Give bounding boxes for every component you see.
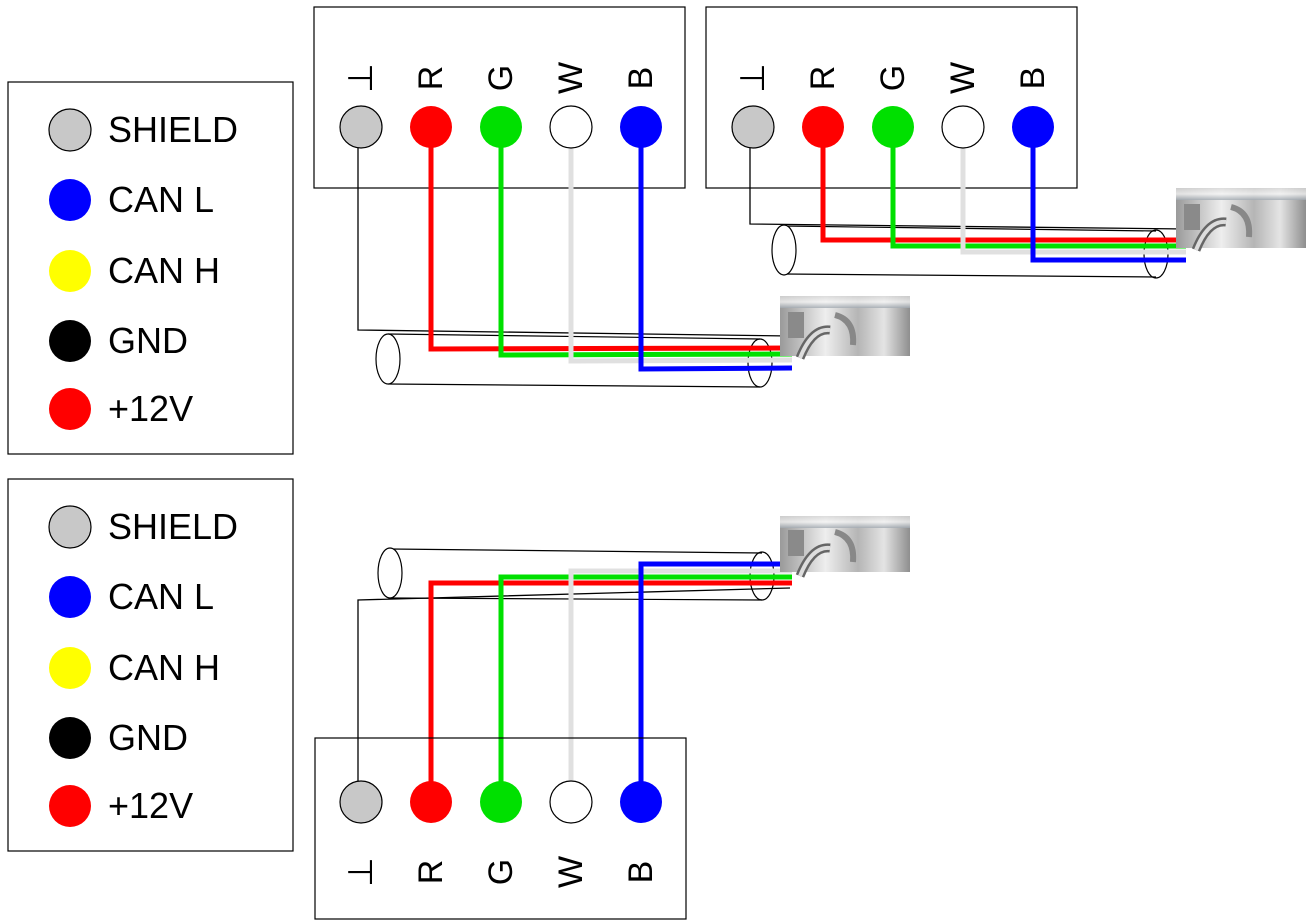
pin-label-g: G: [482, 65, 520, 91]
legend-label: GND: [108, 320, 188, 361]
pin-label-g: G: [482, 859, 520, 885]
pin-label-b: B: [1014, 67, 1052, 90]
power-swatch-icon: [49, 388, 91, 430]
can-h-swatch-icon: [49, 250, 91, 292]
pin-g: [480, 106, 522, 148]
pin-r: [410, 781, 452, 823]
pin-r: [802, 106, 844, 148]
pin-label-b: B: [622, 861, 660, 884]
shield-swatch-icon: [48, 108, 92, 152]
power-swatch-icon: [49, 785, 91, 827]
legend-label: SHIELD: [108, 506, 238, 547]
pin-g: [872, 106, 914, 148]
can-h-swatch-icon: [49, 647, 91, 689]
green-wire: [498, 574, 792, 790]
legend-label: CAN L: [108, 179, 214, 220]
cable-a: [357, 140, 793, 388]
terminal-pins-c: [339, 780, 662, 824]
connector-icon-b: [1176, 188, 1306, 252]
legend-label: CAN L: [108, 576, 214, 617]
blue-wire: [1030, 140, 1186, 263]
pin-label-r: R: [804, 66, 842, 91]
terminal-block-a: ⊥ R G W B: [313, 6, 686, 189]
pin-ground: [339, 780, 383, 824]
cable-c: [357, 547, 792, 790]
shield-wire: [357, 140, 791, 337]
legend-box-1: SHIELD CAN L CAN H GND +12V: [7, 81, 294, 455]
shield-swatch-icon: [48, 505, 92, 549]
pin-g: [480, 781, 522, 823]
green-wire: [890, 140, 1186, 249]
legend-item-can-l: CAN L: [49, 576, 214, 618]
can-l-swatch-icon: [49, 179, 91, 221]
terminal-pins-a: [339, 105, 662, 149]
legend-label: CAN H: [108, 250, 220, 291]
legend-box-2: SHIELD CAN L CAN H GND +12V: [7, 478, 294, 852]
connector-icon-c: [780, 516, 910, 578]
white-wire: [568, 140, 793, 364]
red-wire: [820, 140, 1186, 243]
cable-b: [749, 140, 1187, 279]
legend-item-shield: SHIELD: [48, 505, 238, 549]
pin-label-ground: ⊥: [342, 63, 380, 93]
pin-w: [549, 780, 593, 824]
pin-label-w: W: [552, 62, 590, 94]
pin-ground: [339, 105, 383, 149]
legend-label: SHIELD: [108, 109, 238, 150]
gnd-swatch-icon: [49, 717, 91, 759]
shield-wire: [749, 140, 1187, 230]
pin-label-r: R: [412, 66, 450, 91]
pin-b: [1012, 106, 1054, 148]
legend-label: +12V: [108, 388, 193, 429]
legend-label: GND: [108, 717, 188, 758]
terminal-pins-b: [731, 105, 1054, 149]
legend-item-can-l: CAN L: [49, 179, 214, 221]
legend-item-12v: +12V: [49, 785, 193, 827]
gnd-swatch-icon: [49, 320, 91, 362]
pin-label-w: W: [552, 856, 590, 888]
legend-item-gnd: GND: [49, 320, 188, 362]
white-wire: [568, 568, 792, 790]
pin-label-b: B: [622, 67, 660, 90]
pin-w: [549, 105, 593, 149]
pin-b: [620, 106, 662, 148]
pin-r: [410, 106, 452, 148]
legend-item-shield: SHIELD: [48, 108, 238, 152]
pin-label-w: W: [944, 62, 982, 94]
can-l-swatch-icon: [49, 576, 91, 618]
red-wire: [428, 140, 793, 352]
pin-label-ground: ⊥: [734, 63, 772, 93]
legend-label: CAN H: [108, 647, 220, 688]
legend-item-12v: +12V: [49, 388, 193, 430]
pin-label-g: G: [874, 65, 912, 91]
legend-label: +12V: [108, 785, 193, 826]
pin-label-r: R: [412, 860, 450, 885]
white-wire: [960, 140, 1186, 255]
pin-b: [620, 781, 662, 823]
green-wire: [498, 140, 793, 358]
blue-wire: [638, 140, 793, 372]
shield-wire: [357, 587, 791, 790]
red-wire: [428, 580, 792, 790]
legend-item-can-h: CAN H: [49, 647, 220, 689]
legend-item-gnd: GND: [49, 717, 188, 759]
pin-ground: [731, 105, 775, 149]
terminal-block-c: ⊥ R G W B: [314, 737, 687, 920]
blue-wire: [638, 561, 792, 790]
pin-w: [941, 105, 985, 149]
connector-icon-a: [780, 296, 910, 360]
legend-item-can-h: CAN H: [49, 250, 220, 292]
pin-label-ground: ⊥: [342, 857, 380, 887]
